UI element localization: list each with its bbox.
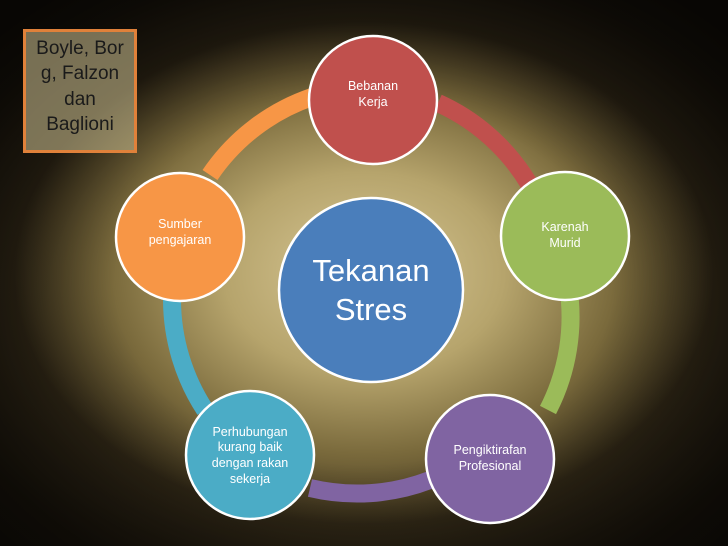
node-label-perhubungan: Perhubungan kurang baik dengan rakan sek… [192, 420, 308, 492]
node-label-pengiktirafan-profesional: Pengiktirafan Profesional [430, 440, 550, 478]
node-label-line: Kerja [358, 95, 387, 111]
node-label-sumber-pengajaran: Sumber pengajaran [125, 214, 235, 252]
center-label-line1: Tekanan [312, 252, 429, 291]
node-label-line: Sumber [158, 217, 202, 233]
node-label-line: Karenah [541, 220, 588, 236]
author-line: Boyle, Bor [23, 36, 137, 61]
arc-sumber-to-bebanan [210, 97, 312, 175]
node-label-line: Pengiktirafan [454, 443, 527, 459]
center-label-line2: Stres [335, 291, 407, 330]
node-label-line: Perhubungan [212, 425, 287, 441]
arc-perhubungan-to-sumber [172, 300, 205, 410]
node-label-bebanan-kerja: Bebanan Kerja [318, 76, 428, 114]
node-label-line: Bebanan [348, 79, 398, 95]
node-label-karenah-murid: Karenah Murid [510, 217, 620, 255]
node-label-line: Profesional [459, 459, 522, 475]
node-label-line: kurang baik [218, 440, 283, 456]
node-label-line: pengajaran [149, 233, 212, 249]
author-line: Baglioni [23, 112, 137, 137]
center-label: Tekanan Stres [291, 250, 451, 332]
author-line: dan [23, 87, 137, 112]
arc-karenah-to-pengiktirafan [548, 285, 571, 410]
author-line: g, Falzon [23, 61, 137, 86]
node-label-line: Murid [549, 236, 580, 252]
arc-pengiktirafan-to-perhubungan [310, 480, 430, 494]
author-citation-text: Boyle, Bor g, Falzon dan Baglioni [23, 36, 137, 137]
node-label-line: sekerja [230, 472, 270, 488]
node-label-line: dengan rakan [212, 456, 288, 472]
